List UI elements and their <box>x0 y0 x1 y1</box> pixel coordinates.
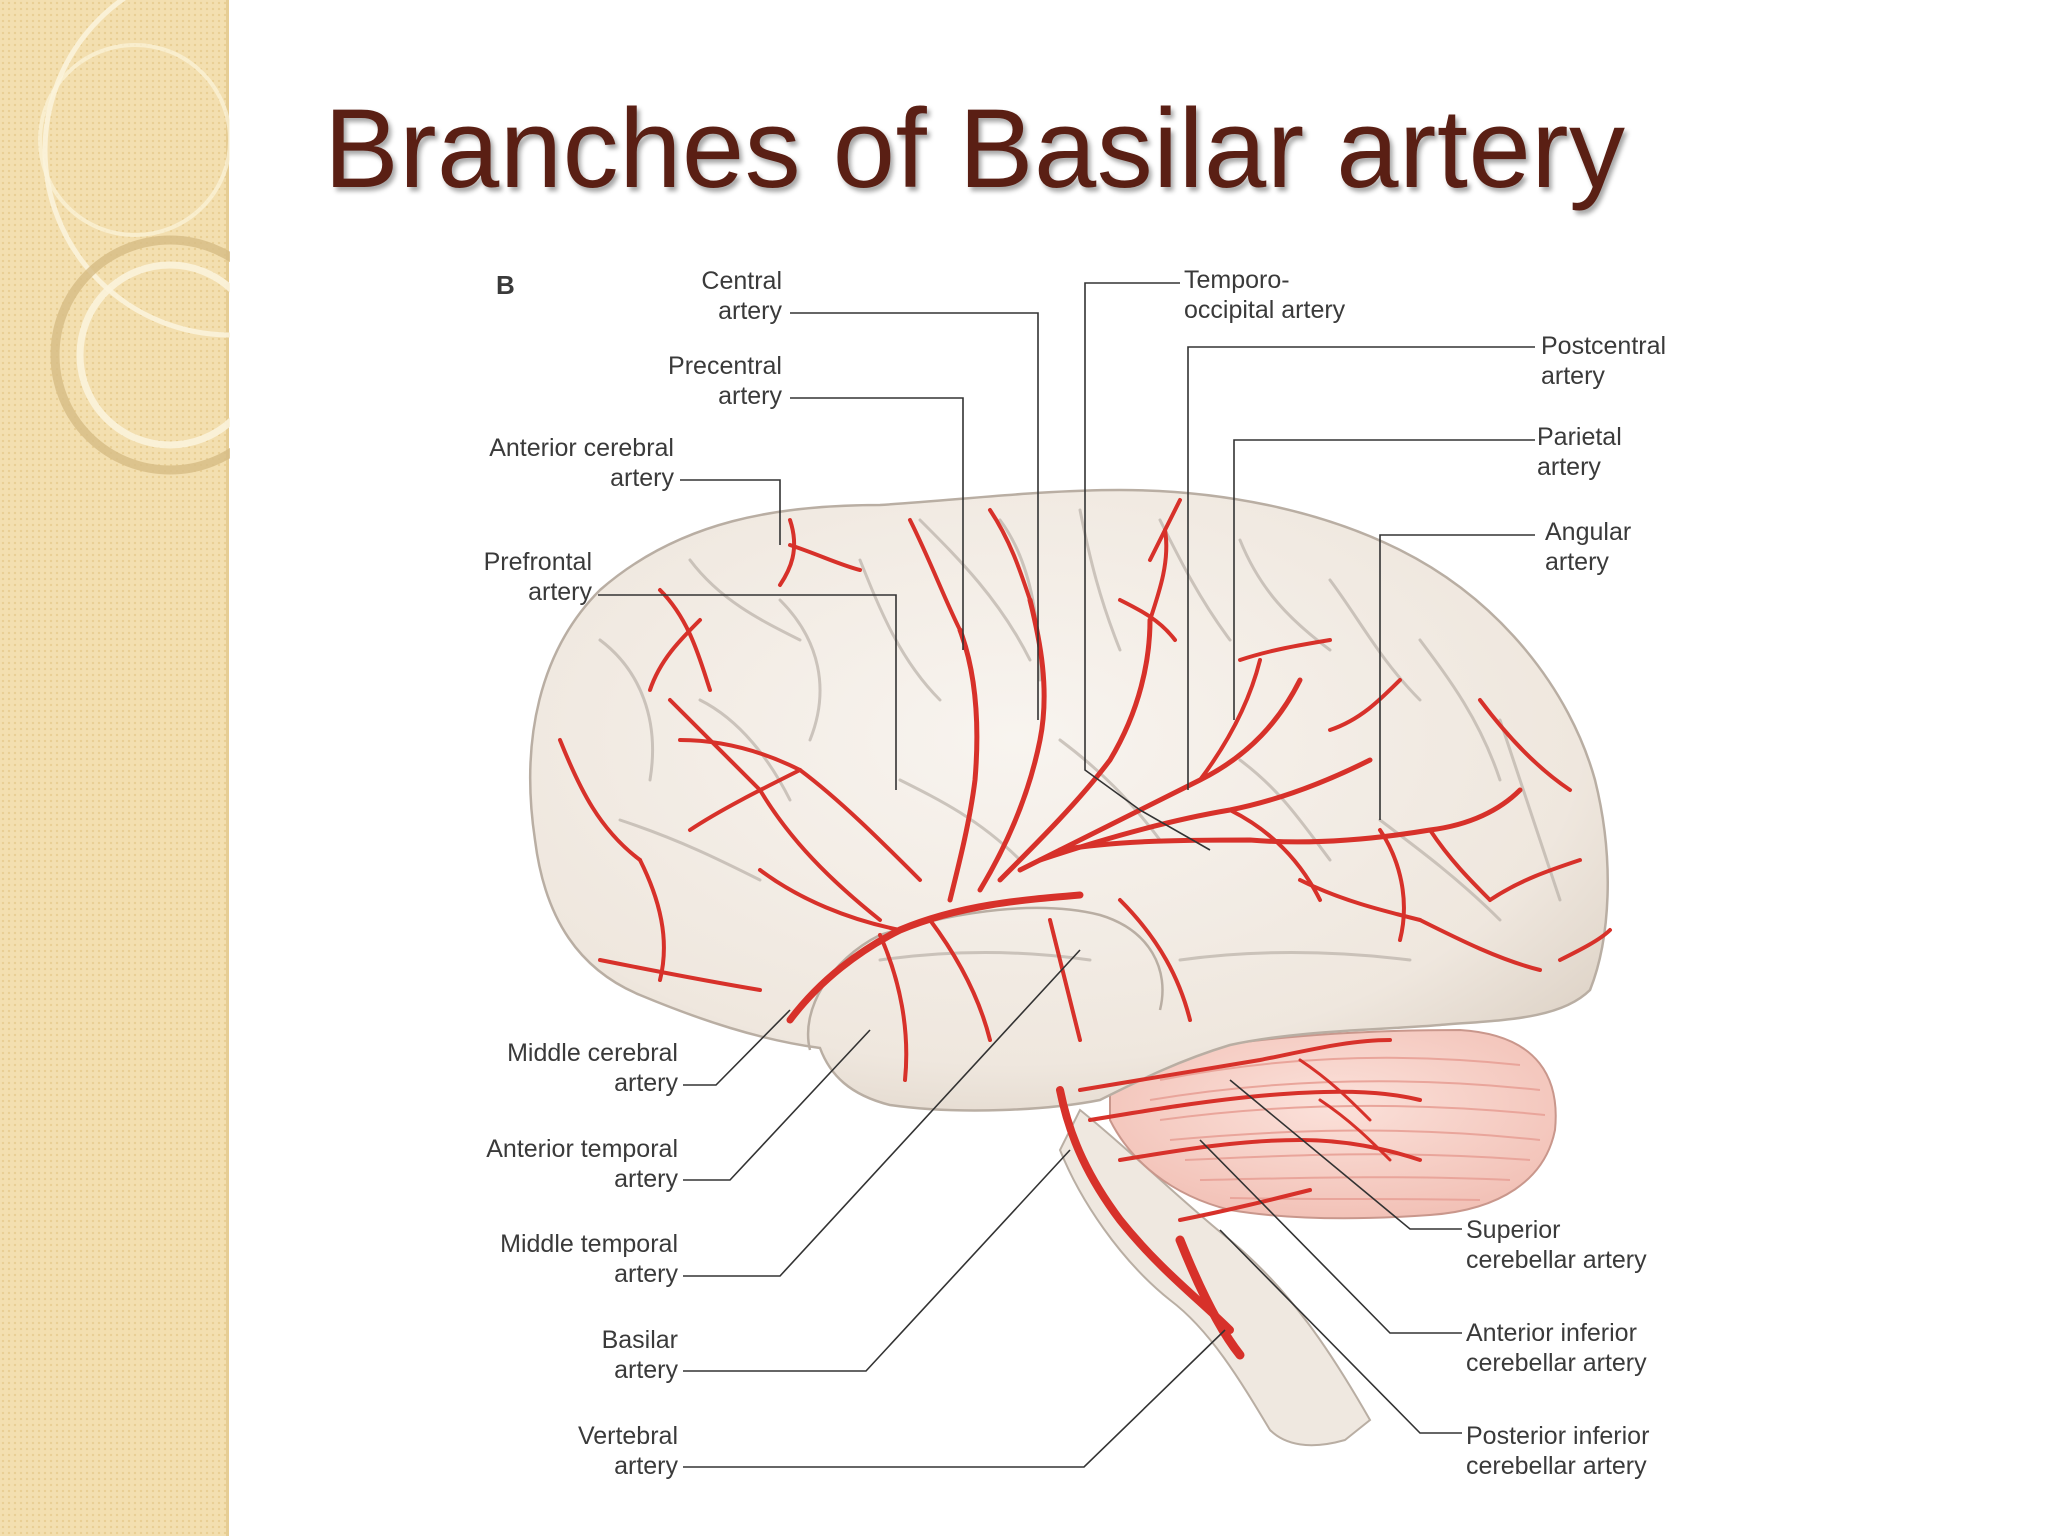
label-prefrontal-line1: Prefrontal <box>484 548 592 576</box>
leader-lines <box>598 282 1535 1468</box>
label-parietal-line2: artery <box>1537 453 1601 481</box>
decorative-rings <box>38 0 230 475</box>
label-middle-cerebral-line1: Middle cerebral <box>507 1039 678 1067</box>
label-superior-cerebellar-line1: Superior <box>1466 1216 1561 1244</box>
label-postcentral-line1: Postcentral <box>1541 332 1666 360</box>
label-angular-line2: artery <box>1545 548 1609 576</box>
label-angular-line1: Angular <box>1545 518 1631 546</box>
label-postcentral-line2: artery <box>1541 362 1605 390</box>
label-middle-temporal-line1: Middle temporal <box>500 1230 678 1258</box>
label-posterior-inferior-cerebellar-line2: cerebellar artery <box>1466 1452 1647 1480</box>
label-vertebral-line2: artery <box>614 1452 678 1480</box>
label-basilar-line1: Basilar <box>602 1326 678 1354</box>
label-parietal-line1: Parietal <box>1537 423 1622 451</box>
label-prefrontal-line2: artery <box>528 578 592 606</box>
label-anterior-cerebral-line1: Anterior cerebral <box>489 434 674 462</box>
label-precentral-line2: artery <box>718 382 782 410</box>
label-central-line1: Central <box>701 267 782 295</box>
slide-title: Branches of Basilar artery <box>324 86 1626 211</box>
label-temporo-occipital-line2: occipital artery <box>1184 296 1346 324</box>
label-posterior-inferior-cerebellar-line1: Posterior inferior <box>1466 1422 1649 1450</box>
cerebellar-folia <box>1149 1056 1546 1201</box>
posterior-circulation-arteries <box>1056 1038 1422 1360</box>
label-middle-cerebral-line2: artery <box>614 1069 678 1097</box>
label-anterior-temporal-line2: artery <box>614 1165 678 1193</box>
label-vertebral-line1: Vertebral <box>578 1422 678 1450</box>
label-anterior-cerebral-line2: artery <box>610 464 674 492</box>
cerebellum <box>1109 1028 1557 1220</box>
label-basilar-line2: artery <box>614 1356 678 1384</box>
label-central-line2: artery <box>718 297 782 325</box>
panel-letter: B <box>496 270 515 300</box>
brainstem <box>1058 1108 1372 1447</box>
label-anterior-inferior-cerebellar-line1: Anterior inferior <box>1466 1319 1637 1347</box>
label-superior-cerebellar-line2: cerebellar artery <box>1466 1246 1647 1274</box>
label-temporo-occipital-artery: Temporo-occipital artery <box>1184 266 1346 324</box>
label-anterior-temporal-line1: Anterior temporal <box>486 1135 678 1163</box>
middle-cerebral-artery-tree <box>558 498 1612 1082</box>
label-temporo-occipital-line1: Temporo- <box>1184 266 1290 294</box>
label-anterior-inferior-cerebellar-line2: cerebellar artery <box>1466 1349 1647 1377</box>
cerebrum <box>529 488 1609 1112</box>
label-precentral-line1: Precentral <box>668 352 782 380</box>
label-middle-temporal-line2: artery <box>614 1260 678 1288</box>
side-panel-edge <box>226 0 229 1536</box>
